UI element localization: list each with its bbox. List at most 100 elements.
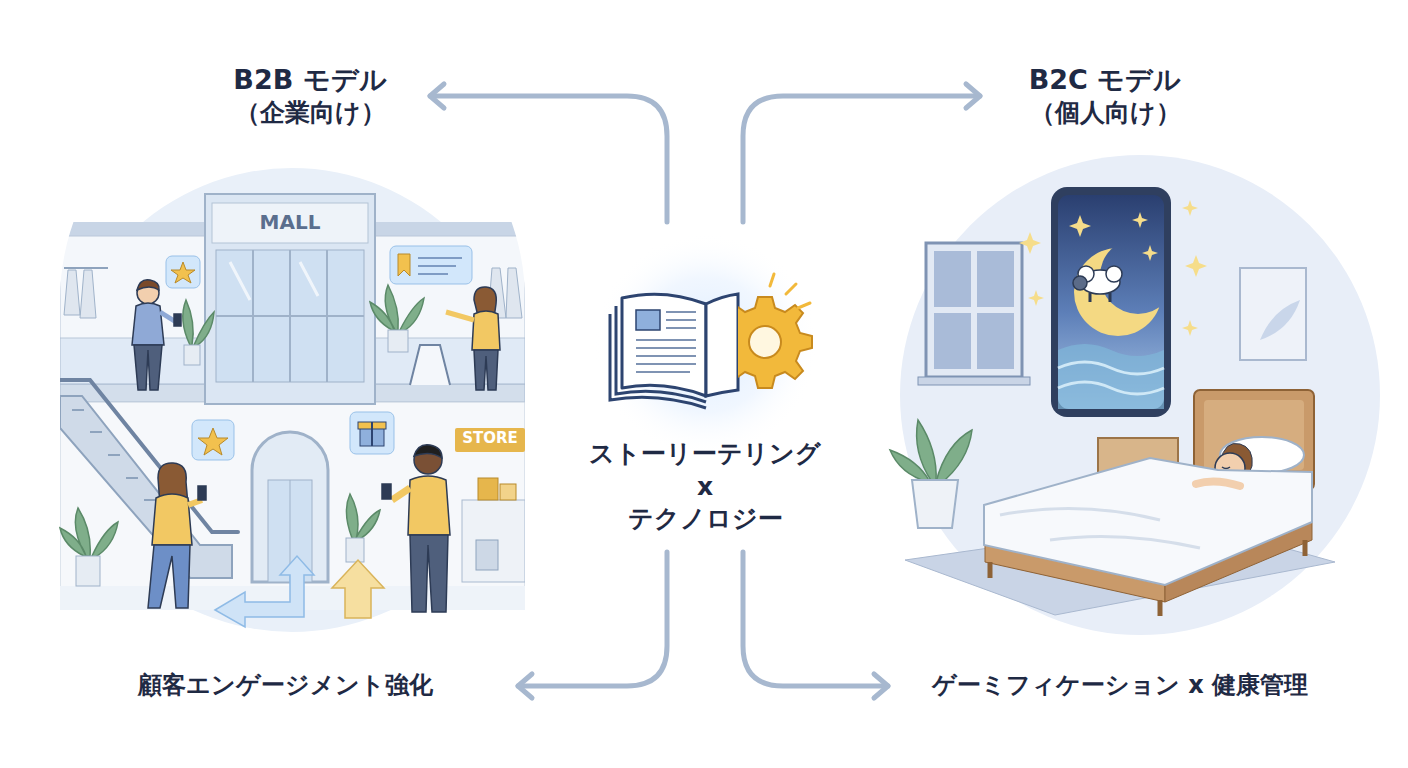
mall-scene	[60, 168, 525, 632]
mall-scene-part	[230, 262, 318, 300]
mall-scene-part-part	[60, 508, 118, 558]
mall-scene-part-part	[390, 246, 472, 284]
bedroom-scene-part-part	[1182, 320, 1198, 336]
mall-scene-part	[252, 432, 328, 582]
bedroom-scene-part	[1073, 266, 1122, 302]
mall-scene-part-part	[132, 303, 164, 345]
book-gear-icon-part	[594, 233, 818, 457]
mall-scene-part-part	[350, 412, 394, 454]
bedroom-scene-part-part	[1142, 245, 1158, 261]
bedroom-scene-part-part	[1069, 215, 1091, 237]
mall-sign-text: MALL	[250, 210, 330, 234]
mall-scene-part-part	[414, 445, 442, 458]
mall-scene-part	[410, 345, 450, 385]
bedroom-scene-part-part	[1185, 255, 1207, 277]
mall-scene-part-part	[455, 428, 525, 452]
model-heading: B2C モデル	[980, 62, 1230, 97]
mall-scene-part-part	[474, 350, 498, 390]
mall-scene-part	[184, 345, 200, 365]
mall-scene-part-part	[346, 494, 380, 540]
model-heading: B2B モデル	[190, 62, 430, 97]
book-gear-icon-part	[738, 297, 812, 388]
mall-scene-part	[76, 556, 100, 586]
mall-scene-part-part	[371, 422, 373, 446]
bedroom-scene-part-part	[1073, 276, 1087, 290]
bedroom-scene-part	[1051, 187, 1171, 417]
mall-scene-part-part	[198, 486, 206, 500]
arrow-line	[518, 552, 667, 686]
bedroom-scene-part-part	[1106, 266, 1122, 282]
concept-node: ゲーミフィケーション x 健康管理	[888, 662, 1308, 710]
mall-scene-part	[132, 280, 500, 612]
mall-scene-part-part	[418, 258, 462, 274]
mall-scene-part-part	[476, 540, 498, 570]
flow-arrow	[743, 552, 888, 698]
flow-arrow	[430, 84, 667, 222]
bedroom-scene-part	[1058, 195, 1164, 409]
book-gear-icon	[594, 233, 818, 457]
mall-scene-part-part	[478, 478, 498, 500]
mall-scene-part-part	[137, 280, 159, 290]
arrow-head	[430, 84, 444, 108]
mall-scene-part-part	[462, 500, 525, 582]
book-gear-icon-part	[610, 306, 706, 408]
book-gear-icon-part	[622, 294, 706, 396]
mall-scene-part-part	[382, 484, 391, 499]
model-subheading: （企業向け）	[190, 97, 430, 130]
mall-scene-part	[388, 330, 408, 352]
book-gear-icon-part	[770, 274, 810, 308]
bedroom-scene-part	[900, 155, 1380, 635]
bedroom-scene-part	[1000, 509, 1200, 548]
mall-scene-part-part	[410, 535, 448, 612]
bedroom-scene-part	[934, 251, 971, 307]
bedroom-scene-part	[934, 313, 971, 369]
mall-scene-part-part	[174, 314, 181, 326]
mall-scene-part	[216, 250, 364, 382]
bedroom-scene-part	[918, 377, 1030, 385]
concept-node: B2B モデル（企業向け）	[190, 55, 430, 137]
bedroom-scene-part	[912, 480, 958, 528]
flow-arrow	[518, 552, 667, 698]
concept-node: ストーリーテリング x テクノロジー	[585, 222, 825, 552]
mall-scene-part	[332, 560, 384, 618]
bedroom-scene-part	[1058, 382, 1164, 394]
bedroom-scene-part-part	[1028, 290, 1044, 306]
book-gear-icon-part-part	[738, 297, 812, 388]
mall-scene-part-part	[171, 262, 195, 283]
bedroom-scene-part	[926, 243, 1022, 377]
book-gear-icon-part	[706, 294, 738, 396]
mall-scene-part-part	[398, 254, 410, 276]
model-subheading: （個人向け）	[980, 97, 1230, 130]
concept-node: B2C モデル（個人向け）	[980, 55, 1230, 137]
concept-node: 顧客エンゲージメント強化	[138, 662, 518, 710]
book-gear-icon-part	[636, 312, 696, 372]
mall-scene-part-part	[198, 428, 228, 455]
bedroom-scene-part	[1240, 268, 1306, 360]
bedroom-scene-part-part	[890, 450, 930, 482]
arrow-head	[518, 674, 532, 698]
mall-scene-part-part	[64, 270, 96, 318]
bedroom-scene-part-part	[1019, 232, 1041, 254]
mall-scene-part	[60, 168, 524, 632]
mall-scene-part	[216, 250, 364, 382]
mall-scene-part	[212, 203, 368, 243]
bedroom-scene-part	[977, 251, 1014, 307]
flow-arrow	[743, 84, 980, 222]
mall-scene-part-part	[64, 267, 108, 269]
bedroom-scene-part-part	[1132, 212, 1148, 228]
mall-scene-part-part	[152, 494, 192, 545]
mall-scene-part-part	[166, 256, 200, 288]
bedroom-scene-part-part	[936, 430, 972, 484]
outcome-text: 顧客エンゲージメント強化	[138, 670, 518, 701]
bedroom-scene-part	[1222, 467, 1230, 469]
arrow-line	[743, 96, 980, 222]
mall-scene-part-part	[60, 236, 525, 386]
store-sign-text: STORE	[455, 429, 525, 447]
arrow-head	[874, 674, 888, 698]
bedroom-scene-part	[1074, 248, 1162, 336]
mall-scene-part-part	[192, 420, 234, 460]
bedroom-scene-part-part	[1090, 293, 1110, 302]
